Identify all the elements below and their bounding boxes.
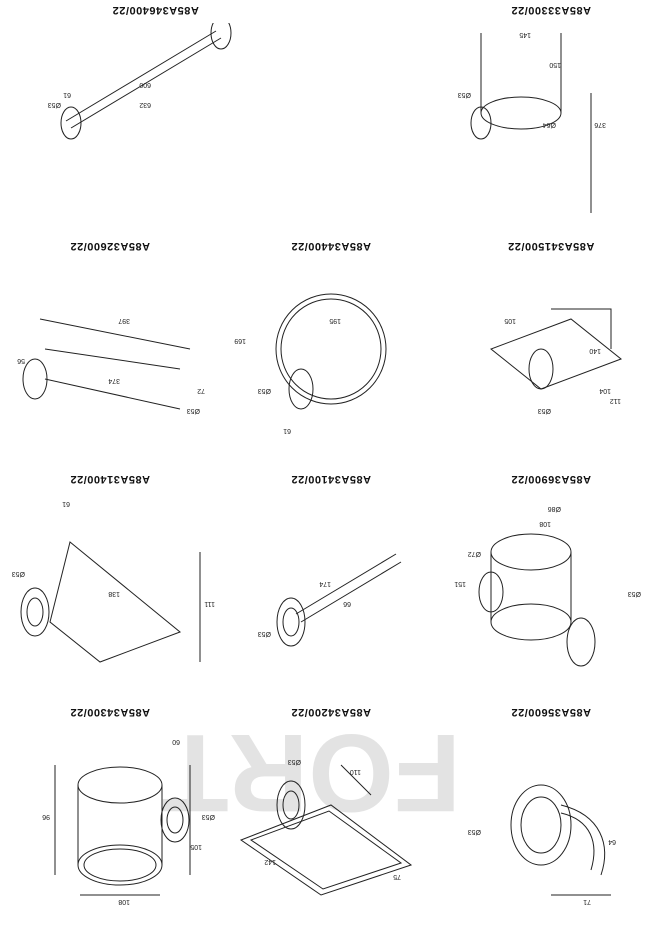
svg-text:104: 104 — [599, 387, 611, 394]
svg-text:61: 61 — [62, 500, 70, 507]
svg-text:151: 151 — [454, 580, 466, 587]
svg-text:Ø53: Ø53 — [187, 407, 200, 414]
svg-text:61: 61 — [283, 427, 291, 434]
paper-holder-drawing: 66 174 Ø53 — [258, 553, 402, 647]
svg-text:108: 108 — [118, 898, 130, 905]
svg-text:Ø53: Ø53 — [48, 101, 61, 108]
soap-dispenser-drawing: 108 Ø86 151 Ø53 Ø72 — [454, 505, 641, 667]
product-soap-dispenser: 108 Ø86 151 Ø53 Ø72 A85A36900/22 — [441, 469, 661, 702]
product-toilet-brush: 145 150 Ø53 Ø64 376 A85A33300/22 — [441, 0, 661, 233]
product-code: A85A34300/22 — [70, 706, 151, 718]
svg-text:66: 66 — [343, 600, 351, 607]
product-shelf-with-rail: 105 140 104 112 Ø53 A85A341500/22 — [441, 236, 661, 469]
product-paper-holder: 66 174 Ø53 A85A34100/22 — [221, 469, 441, 702]
svg-text:56: 56 — [17, 357, 25, 364]
svg-text:195: 195 — [329, 317, 341, 324]
towel-ring-drawing: 169 195 Ø53 61 — [234, 293, 387, 434]
svg-text:112: 112 — [610, 397, 621, 404]
toilet-brush-drawing: 145 150 Ø53 Ø64 376 — [458, 31, 606, 213]
product-code: A85A33300/22 — [511, 4, 592, 16]
svg-text:376: 376 — [594, 121, 606, 128]
svg-text:142: 142 — [264, 858, 276, 865]
product-towel-bar: 61 Ø53 600 632 A85A346400/22 — [0, 0, 311, 233]
svg-text:600: 600 — [139, 81, 151, 88]
double-towel-bar-drawing: 56 374 397 72 Ø53 — [17, 317, 205, 414]
svg-text:Ø53: Ø53 — [538, 407, 551, 414]
svg-text:145: 145 — [519, 31, 531, 38]
svg-text:108: 108 — [539, 520, 551, 527]
product-shelf: 110 142 75 Ø53 A85A34200/22 — [221, 702, 441, 935]
product-code: A85A35600/22 — [511, 706, 592, 718]
svg-text:Ø72: Ø72 — [468, 550, 481, 557]
towel-bar-drawing: 61 Ø53 600 632 — [48, 23, 232, 140]
svg-text:Ø53: Ø53 — [628, 590, 641, 597]
svg-text:105: 105 — [504, 317, 516, 324]
svg-text:64: 64 — [608, 838, 616, 845]
product-code: A85A32600/22 — [70, 240, 151, 252]
product-code: A85A341500/22 — [507, 240, 595, 252]
svg-text:111: 111 — [204, 600, 215, 607]
robe-hook-drawing: Ø53 64 71 — [468, 784, 616, 905]
svg-text:61: 61 — [63, 91, 71, 98]
product-double-towel-bar: 56 374 397 72 Ø53 A85A32600/22 — [0, 236, 220, 469]
svg-text:397: 397 — [118, 317, 130, 324]
tumbler-holder-drawing: 108 Ø53 105 96 60 — [42, 738, 215, 905]
product-robe-hook: Ø53 64 71 A85A35600/22 — [441, 702, 661, 935]
svg-text:60: 60 — [172, 738, 180, 745]
svg-text:Ø53: Ø53 — [458, 91, 471, 98]
svg-text:150: 150 — [549, 61, 561, 68]
product-code: A85A34100/22 — [291, 473, 372, 485]
svg-text:Ø53: Ø53 — [468, 828, 481, 835]
product-towel-ring: 169 195 Ø53 61 A85A34400/22 — [221, 236, 441, 469]
svg-text:Ø86: Ø86 — [548, 505, 561, 512]
product-paper-holder-cover: 111 Ø53 138 61 A85A31400/22 — [0, 469, 220, 702]
svg-text:Ø53: Ø53 — [12, 570, 25, 577]
svg-text:Ø53: Ø53 — [202, 813, 215, 820]
shelf-drawing: 110 142 75 Ø53 — [239, 758, 413, 896]
svg-text:374: 374 — [108, 377, 120, 384]
svg-text:632: 632 — [139, 101, 151, 108]
svg-text:Ø64: Ø64 — [543, 121, 556, 128]
shelf-with-rail-drawing: 105 140 104 112 Ø53 — [490, 308, 622, 414]
product-code: A85A34200/22 — [291, 706, 372, 718]
svg-text:Ø53: Ø53 — [288, 758, 301, 765]
svg-text:138: 138 — [108, 590, 120, 597]
svg-text:96: 96 — [42, 813, 50, 820]
svg-text:110: 110 — [350, 768, 361, 775]
svg-text:Ø53: Ø53 — [258, 630, 271, 637]
svg-text:105: 105 — [190, 843, 202, 850]
svg-text:Ø53: Ø53 — [258, 387, 271, 394]
product-code: A85A31400/22 — [70, 473, 151, 485]
paper-holder-cover-drawing: 111 Ø53 138 61 — [12, 500, 215, 663]
svg-text:140: 140 — [589, 347, 601, 354]
svg-text:71: 71 — [583, 898, 591, 905]
svg-text:174: 174 — [319, 580, 331, 587]
svg-text:72: 72 — [197, 387, 205, 394]
product-tumbler-holder: 108 Ø53 105 96 60 A85A34300/22 — [0, 702, 220, 935]
svg-text:169: 169 — [234, 337, 246, 344]
svg-text:75: 75 — [393, 873, 401, 880]
product-code: A85A36900/22 — [511, 473, 592, 485]
product-code: A85A346400/22 — [112, 4, 199, 16]
product-code: A85A34400/22 — [291, 240, 372, 252]
